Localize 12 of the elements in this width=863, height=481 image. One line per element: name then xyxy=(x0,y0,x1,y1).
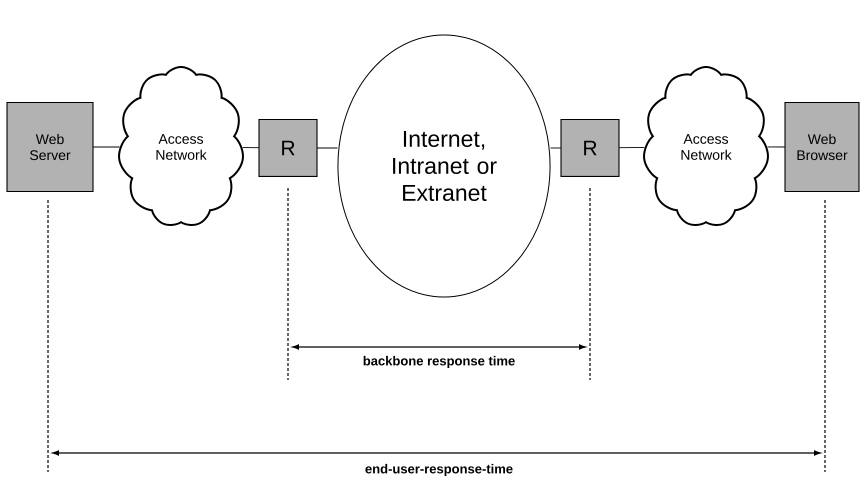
dimension-label: end-user-response-time xyxy=(364,462,514,478)
connector-line xyxy=(619,147,645,148)
access-network-cloud: Access Network xyxy=(118,66,244,226)
network-box: Web Browser xyxy=(784,102,860,192)
connector-line xyxy=(93,146,120,148)
connector-line xyxy=(242,147,259,148)
access-network-cloud: Access Network xyxy=(643,66,769,226)
dimension-label: backbone response time xyxy=(362,354,516,370)
network-box: R xyxy=(560,118,620,178)
connector-line xyxy=(767,146,785,148)
network-box: R xyxy=(258,118,318,178)
network-box: Web Server xyxy=(6,102,94,192)
